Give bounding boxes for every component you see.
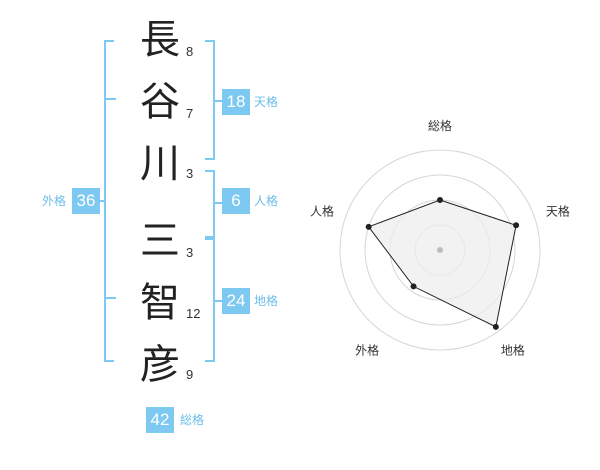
radar-ring-3 xyxy=(364,174,516,326)
chikaku-connector xyxy=(213,300,223,302)
radar-axis-label-2: 天格 xyxy=(546,204,570,219)
stroke-count-3: 3 xyxy=(186,166,194,181)
radar-point-3 xyxy=(492,323,499,330)
gaikaku-label: 外格 xyxy=(42,194,67,208)
jinkaku-badge: 6 xyxy=(222,188,250,214)
jinkaku-connector xyxy=(213,202,223,204)
radar-center xyxy=(437,247,443,253)
soukaku-label: 総格 xyxy=(180,413,205,427)
radar-axis-label-1: 総格 xyxy=(428,118,452,133)
jinkaku-bracket xyxy=(205,170,215,238)
radar-point-1 xyxy=(437,197,443,203)
gaikaku-bracket xyxy=(104,40,114,362)
stroke-count-1: 8 xyxy=(186,44,194,59)
radar-area xyxy=(367,199,517,328)
gaikaku-tick-bottom xyxy=(106,297,116,299)
tenkaku-label: 天格 xyxy=(254,95,279,109)
gaikaku-badge: 36 xyxy=(72,188,100,214)
name-char-6: 彦 xyxy=(140,342,180,388)
name-char-1: 長 xyxy=(140,17,180,63)
tenkaku-badge: 18 xyxy=(222,89,250,115)
jinkaku-label: 人格 xyxy=(254,194,279,208)
radar-point-5 xyxy=(365,223,372,230)
radar-axis-label-3: 地格 xyxy=(501,342,525,357)
name-char-2: 谷 xyxy=(140,79,180,125)
name-char-5: 智 xyxy=(140,280,180,326)
name-char-4: 三 xyxy=(140,218,180,264)
radar-ring-4 xyxy=(339,149,541,351)
tenkaku-connector xyxy=(213,100,223,102)
stroke-count-2: 7 xyxy=(186,106,194,121)
chikaku-badge: 24 xyxy=(222,288,250,314)
stroke-count-6: 9 xyxy=(186,367,194,382)
stroke-count-5: 12 xyxy=(186,306,201,321)
name-char-3: 川 xyxy=(140,141,180,187)
gaikaku-connector xyxy=(97,200,105,202)
stroke-count-4: 3 xyxy=(186,245,194,260)
radar-axis-label-4: 外格 xyxy=(355,342,379,357)
radar-axis-label-5: 人格 xyxy=(310,204,334,219)
gaikaku-tick-top xyxy=(106,98,116,100)
soukaku-badge: 42 xyxy=(146,407,174,433)
radar-point-4 xyxy=(410,283,417,290)
radar-point-2 xyxy=(513,222,520,229)
chikaku-label: 地格 xyxy=(254,294,279,308)
